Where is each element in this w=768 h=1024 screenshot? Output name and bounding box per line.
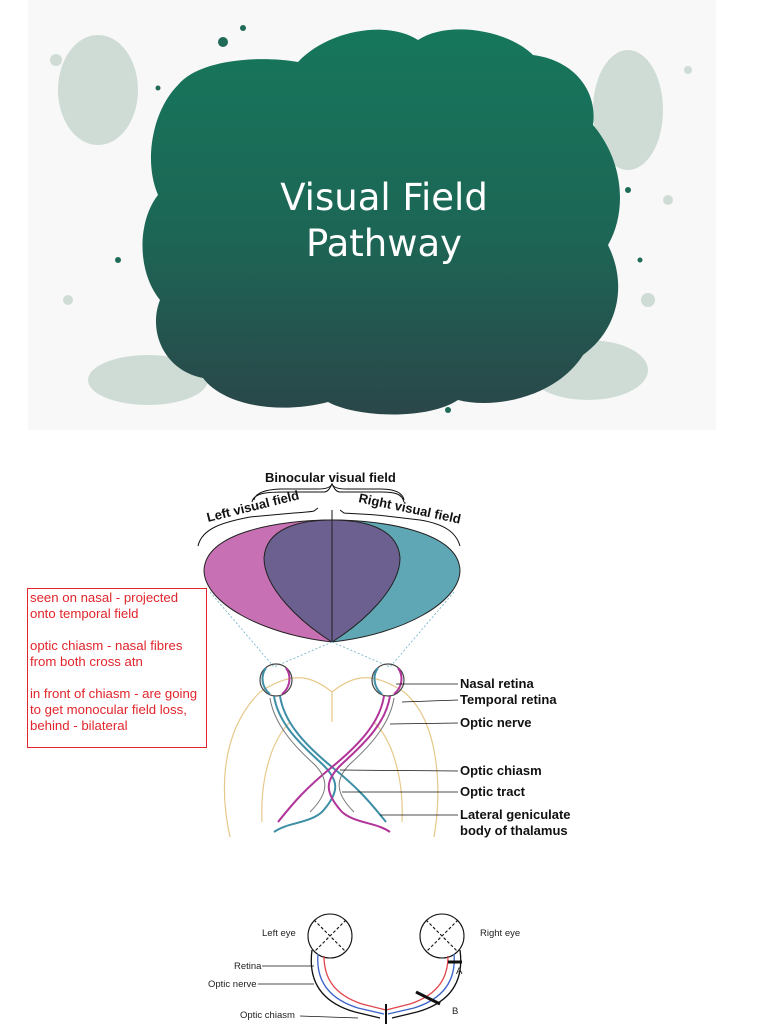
lgn-label-line1: Lateral geniculate	[460, 807, 571, 822]
green-paint-blob	[142, 29, 620, 415]
title-slide	[28, 0, 716, 430]
field-brackets	[197, 482, 461, 547]
annotation-box: seen on nasal - projected onto temporal …	[27, 588, 207, 748]
lgn-label-line2: body of thalamus	[460, 823, 568, 838]
lesion-markers	[415, 960, 462, 1006]
optic-nerve-label: Optic nerve	[460, 715, 532, 730]
binocular-field-label: Binocular visual field	[265, 470, 396, 485]
optic-chiasm-small-label: Optic chiasm	[240, 1010, 295, 1021]
leader-lines	[339, 683, 459, 816]
retina-label: Retina	[234, 961, 262, 972]
brain-outline	[223, 677, 439, 838]
right-eye-label: Right eye	[480, 928, 520, 939]
marker-a-label: A	[456, 966, 463, 977]
optic-nerve-small-label: Optic nerve	[208, 979, 257, 990]
schematic-pathways	[310, 949, 462, 1024]
annotation-para2: optic chiasm - nasal fibres from both cr…	[30, 638, 183, 669]
paint-splash-background	[50, 25, 692, 415]
schematic-leader-lines	[258, 965, 359, 1019]
schematic-eyes	[307, 913, 465, 959]
nasal-retina-label: Nasal retina	[460, 676, 534, 691]
left-eye-label: Left eye	[262, 928, 296, 939]
projection-lines	[209, 591, 455, 668]
eyes	[259, 663, 405, 697]
optic-tract-label: Optic tract	[460, 784, 526, 799]
visual-field-shapes	[203, 519, 461, 643]
optic-pathways	[269, 695, 395, 833]
slide-title: Visual Field Pathway	[28, 175, 740, 267]
lesion-schematic-diagram: Left eye Right eye Retina Optic nerve Op…	[208, 913, 520, 1024]
visual-pathway-diagram: Binocular visual field Left visual field…	[197, 470, 571, 838]
right-field-label: Right visual field	[357, 490, 462, 526]
slide-title-line2: Pathway	[305, 221, 463, 265]
temporal-retina-label: Temporal retina	[460, 692, 557, 707]
optic-chiasm-label: Optic chiasm	[460, 763, 542, 778]
slide-title-line1: Visual Field	[280, 175, 488, 219]
annotation-para1: seen on nasal - projected onto temporal …	[30, 590, 179, 621]
left-field-label: Left visual field	[205, 487, 301, 524]
marker-b-label: B	[452, 1006, 458, 1017]
annotation-para3: in front of chiasm - are going to get mo…	[30, 686, 198, 733]
